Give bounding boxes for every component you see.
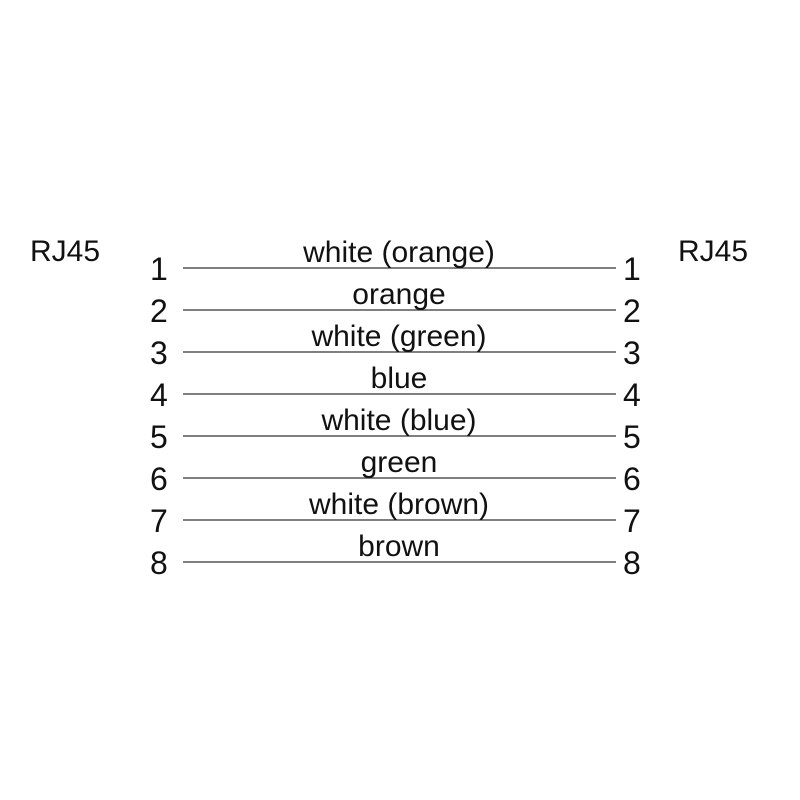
right-pin-number: 2 [623, 293, 641, 329]
wire-row: 2 2 orange [150, 278, 641, 329]
wire-row: 6 6 green [150, 446, 641, 497]
right-pin-number: 3 [623, 335, 641, 371]
wire-row: 3 3 white (green) [150, 320, 641, 371]
wire-color-label: green [361, 446, 438, 479]
right-connector-label: RJ45 [678, 235, 748, 268]
right-pin-number: 5 [623, 419, 641, 455]
left-pin-number: 4 [150, 377, 168, 413]
right-pin-number: 4 [623, 377, 641, 413]
left-pin-number: 8 [150, 545, 168, 581]
wire-row: 8 8 brown [150, 530, 641, 581]
right-pin-number: 6 [623, 461, 641, 497]
right-pin-number: 7 [623, 503, 641, 539]
left-pin-number: 3 [150, 335, 168, 371]
wire-color-label: blue [371, 362, 428, 395]
wire-row: 4 4 blue [150, 362, 641, 413]
left-pin-number: 6 [150, 461, 168, 497]
wire-color-label: white (blue) [320, 404, 476, 437]
left-pin-number: 1 [150, 251, 168, 287]
left-pin-number: 5 [150, 419, 168, 455]
wire-row: 1 1 white (orange) [150, 236, 641, 287]
wire-color-label: white (green) [310, 320, 486, 353]
left-pin-number: 2 [150, 293, 168, 329]
wire-row: 5 5 white (blue) [150, 404, 641, 455]
wire-color-label: white (orange) [302, 236, 495, 269]
right-pin-number: 1 [623, 251, 641, 287]
right-pin-number: 8 [623, 545, 641, 581]
wire-color-label: white (brown) [308, 488, 489, 521]
left-connector-label: RJ45 [30, 235, 100, 268]
left-pin-number: 7 [150, 503, 168, 539]
wire-color-label: brown [358, 530, 440, 563]
wire-color-label: orange [352, 278, 445, 311]
wire-row: 7 7 white (brown) [150, 488, 641, 539]
